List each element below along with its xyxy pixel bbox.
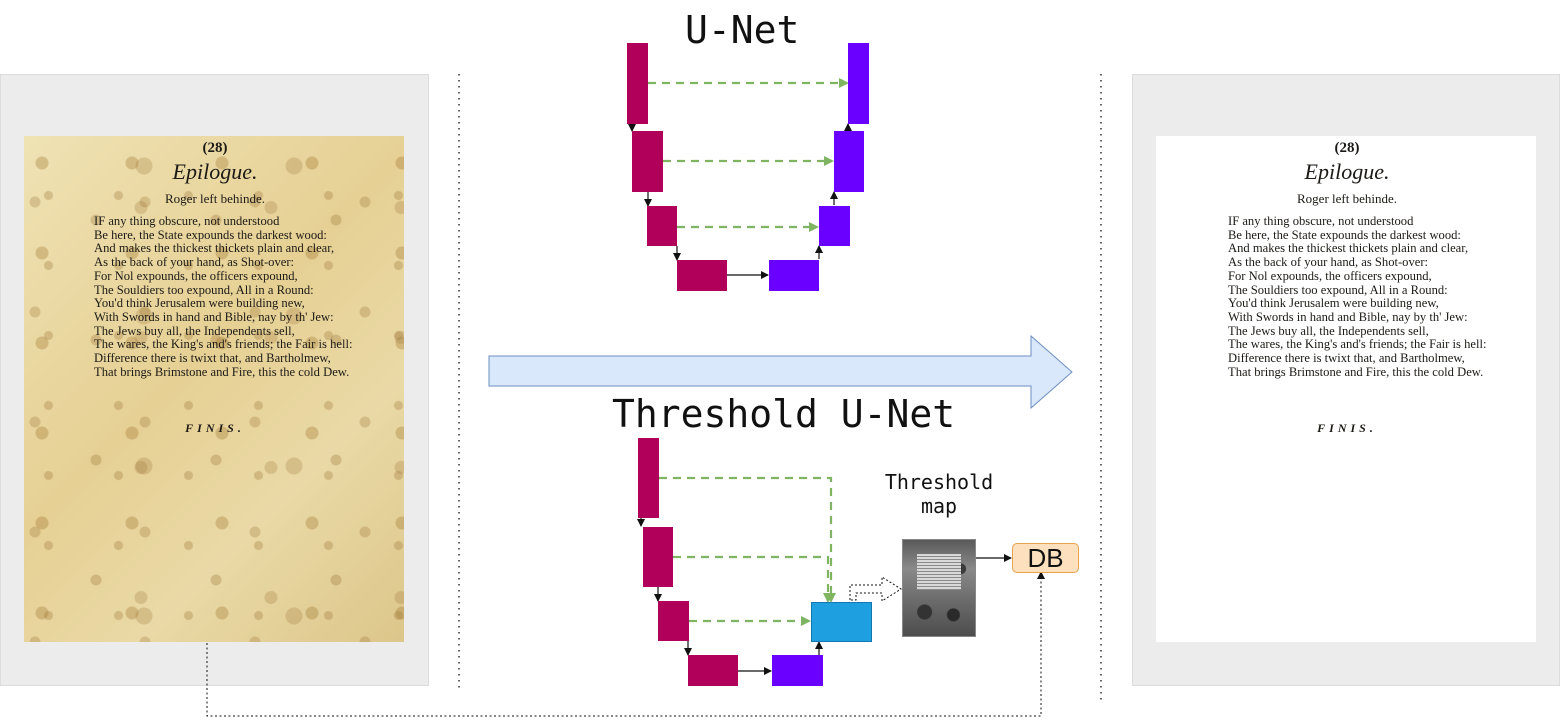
poem-line: Be here, the State expounds the darkest … bbox=[94, 227, 327, 242]
threshold-map-label-line: Threshold bbox=[884, 470, 994, 494]
threshold-unet-title: Threshold U-Net bbox=[612, 392, 956, 436]
poem-line: You'd think Jerusalem were building new, bbox=[94, 296, 305, 311]
page-number: (28) bbox=[202, 140, 228, 156]
unet-decoder-block bbox=[819, 206, 850, 246]
poem-line: The Jews buy all, the Independents sell, bbox=[94, 323, 295, 338]
poem-line: That brings Brimstone and Fire, this the… bbox=[1228, 364, 1484, 379]
threshold-map-label: Threshold map bbox=[876, 470, 1002, 518]
big-flow-arrow bbox=[488, 334, 1073, 410]
unet-encoder-block bbox=[647, 206, 677, 246]
threshold-map-label-line: map bbox=[920, 494, 958, 518]
poem-line: The wares, the King's and's friends; the… bbox=[94, 337, 353, 352]
page-finis: FINIS. bbox=[185, 421, 245, 436]
unet-title: U-Net bbox=[685, 8, 800, 52]
poem-line: Be here, the State expounds the darkest … bbox=[1228, 227, 1461, 242]
poem-line: The Souldiers too expound, All in a Roun… bbox=[1228, 282, 1448, 297]
page-number: (28) bbox=[1334, 140, 1360, 156]
poem-line: The Souldiers too expound, All in a Roun… bbox=[94, 282, 314, 297]
threshold-bottleneck-block bbox=[688, 655, 738, 686]
poem-line: The Jews buy all, the Independents sell, bbox=[1228, 323, 1429, 338]
page-title: Epilogue. bbox=[172, 159, 258, 184]
threshold-skip-arrow bbox=[659, 476, 836, 603]
output-document-image: (28) Epilogue. Roger left behinde. IF an… bbox=[1156, 136, 1536, 642]
poem-line: And makes the thickest thickets plain an… bbox=[1228, 241, 1469, 256]
threshold-bottleneck-decoder-block bbox=[772, 655, 823, 686]
poem-line: IF any thing obscure, not understood bbox=[1228, 214, 1414, 228]
poem-line: That brings Brimstone and Fire, this the… bbox=[94, 364, 350, 379]
unet-encoder-block bbox=[632, 131, 663, 192]
poem-line: With Swords in hand and Bible, nay by th… bbox=[1228, 309, 1468, 324]
threshold-skip-arrow bbox=[673, 555, 833, 603]
page-subtitle: Roger left behinde. bbox=[1297, 191, 1397, 206]
unet-decoder-block bbox=[834, 131, 864, 192]
poem-line: For Nol expounds, the officers expound, bbox=[94, 268, 298, 283]
page-finis: FINIS. bbox=[1317, 421, 1377, 436]
poem-line: For Nol expounds, the officers expound, bbox=[1228, 268, 1432, 283]
poem-line: With Swords in hand and Bible, nay by th… bbox=[94, 309, 334, 324]
threshold-output-block bbox=[811, 602, 872, 642]
threshold-map-image bbox=[902, 539, 976, 637]
threshold-encoder-block bbox=[638, 438, 659, 518]
input-document-image: (28) Epilogue. Roger left behinde. IF an… bbox=[24, 136, 404, 642]
threshold-map-text-region bbox=[917, 554, 961, 590]
poem-line: IF any thing obscure, not understood bbox=[94, 214, 280, 228]
poem-lines: IF any thing obscure, not understood Be … bbox=[1228, 214, 1528, 379]
poem-line: As the back of your hand, as Shot-over: bbox=[1228, 255, 1429, 270]
db-box: DB bbox=[1012, 543, 1079, 573]
poem-line: And makes the thickest thickets plain an… bbox=[94, 241, 335, 256]
input-to-db-dotted-line bbox=[206, 571, 1045, 717]
unet-decoder-block bbox=[848, 43, 869, 124]
threshold-encoder-block bbox=[643, 527, 673, 587]
unet-bottleneck-block bbox=[677, 260, 727, 291]
page-title: Epilogue. bbox=[1304, 159, 1390, 184]
threshold-map-hollow-arrow bbox=[849, 576, 902, 602]
poem-line: As the back of your hand, as Shot-over: bbox=[94, 255, 295, 270]
unet-bottleneck-decoder-block bbox=[769, 260, 819, 291]
threshold-encoder-block bbox=[658, 601, 689, 641]
poem-line: You'd think Jerusalem were building new, bbox=[1228, 296, 1439, 311]
poem-line: Difference there is twixt that, and Bart… bbox=[1228, 351, 1465, 366]
poem-line: The wares, the King's and's friends; the… bbox=[1228, 337, 1487, 352]
poem-line: Difference there is twixt that, and Bart… bbox=[94, 351, 331, 366]
page-subtitle: Roger left behinde. bbox=[165, 191, 265, 206]
unet-encoder-block bbox=[627, 43, 648, 124]
poem-lines: IF any thing obscure, not understood Be … bbox=[94, 214, 396, 379]
